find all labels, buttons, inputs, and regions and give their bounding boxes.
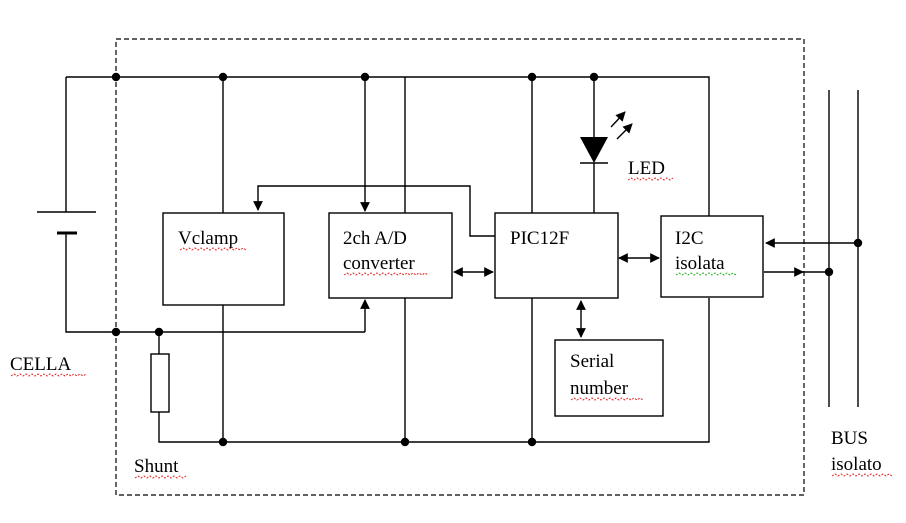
bus-label-line2: isolato — [831, 454, 882, 475]
adc-label-line2: converter — [343, 253, 415, 274]
i2c-label-line1: I2C — [675, 228, 704, 249]
spellcheck-underlines — [10, 177, 893, 479]
serial-label-line1: Serial — [570, 351, 614, 372]
shunt-label: Shunt — [134, 456, 179, 477]
shunt-resistor — [150, 353, 170, 413]
i2c-block — [660, 215, 764, 298]
squiggle — [343, 272, 429, 276]
adc-block — [328, 212, 453, 299]
top-rail — [66, 76, 710, 217]
module-boundary — [115, 38, 805, 496]
vclamp-block — [162, 212, 285, 306]
junction-dot — [400, 437, 410, 447]
squiggle — [10, 373, 87, 377]
junction-dot — [111, 72, 121, 82]
cella-label: CELLA — [10, 354, 71, 375]
cell-minus-lead — [65, 233, 365, 333]
squiggle — [179, 247, 247, 251]
squiggle — [675, 272, 737, 276]
bus-label-line1: BUS — [831, 428, 868, 449]
pic-label: PIC12F — [510, 228, 569, 249]
i2c-label-line2: isolata — [675, 253, 725, 274]
serial-label-line2: number — [570, 378, 629, 399]
led-label: LED — [628, 158, 665, 179]
squiggle — [831, 473, 893, 477]
junction-dot — [360, 72, 370, 82]
adc-label-line1: 2ch A/D — [343, 228, 407, 249]
led-emission-arrow-2 — [616, 123, 633, 140]
vclamp-label: Vclamp — [178, 228, 238, 249]
junction-dot — [527, 72, 537, 82]
squiggle — [570, 397, 644, 401]
junction-dot — [527, 437, 537, 447]
led-emission-arrow-1 — [610, 111, 626, 128]
junction-dot — [111, 327, 121, 337]
pic-block — [494, 212, 619, 299]
serial-number-block — [554, 339, 664, 417]
junction-dot — [218, 437, 228, 447]
junction-dot — [589, 72, 599, 82]
junction-dots — [111, 72, 863, 447]
pic-to-vclamp-control — [253, 185, 495, 237]
junction-dot — [218, 72, 228, 82]
junction-dot — [853, 238, 863, 248]
junction-dot — [154, 327, 164, 337]
bottom-rail — [158, 298, 710, 443]
led-diode — [580, 137, 608, 163]
junction-dot — [824, 267, 834, 277]
